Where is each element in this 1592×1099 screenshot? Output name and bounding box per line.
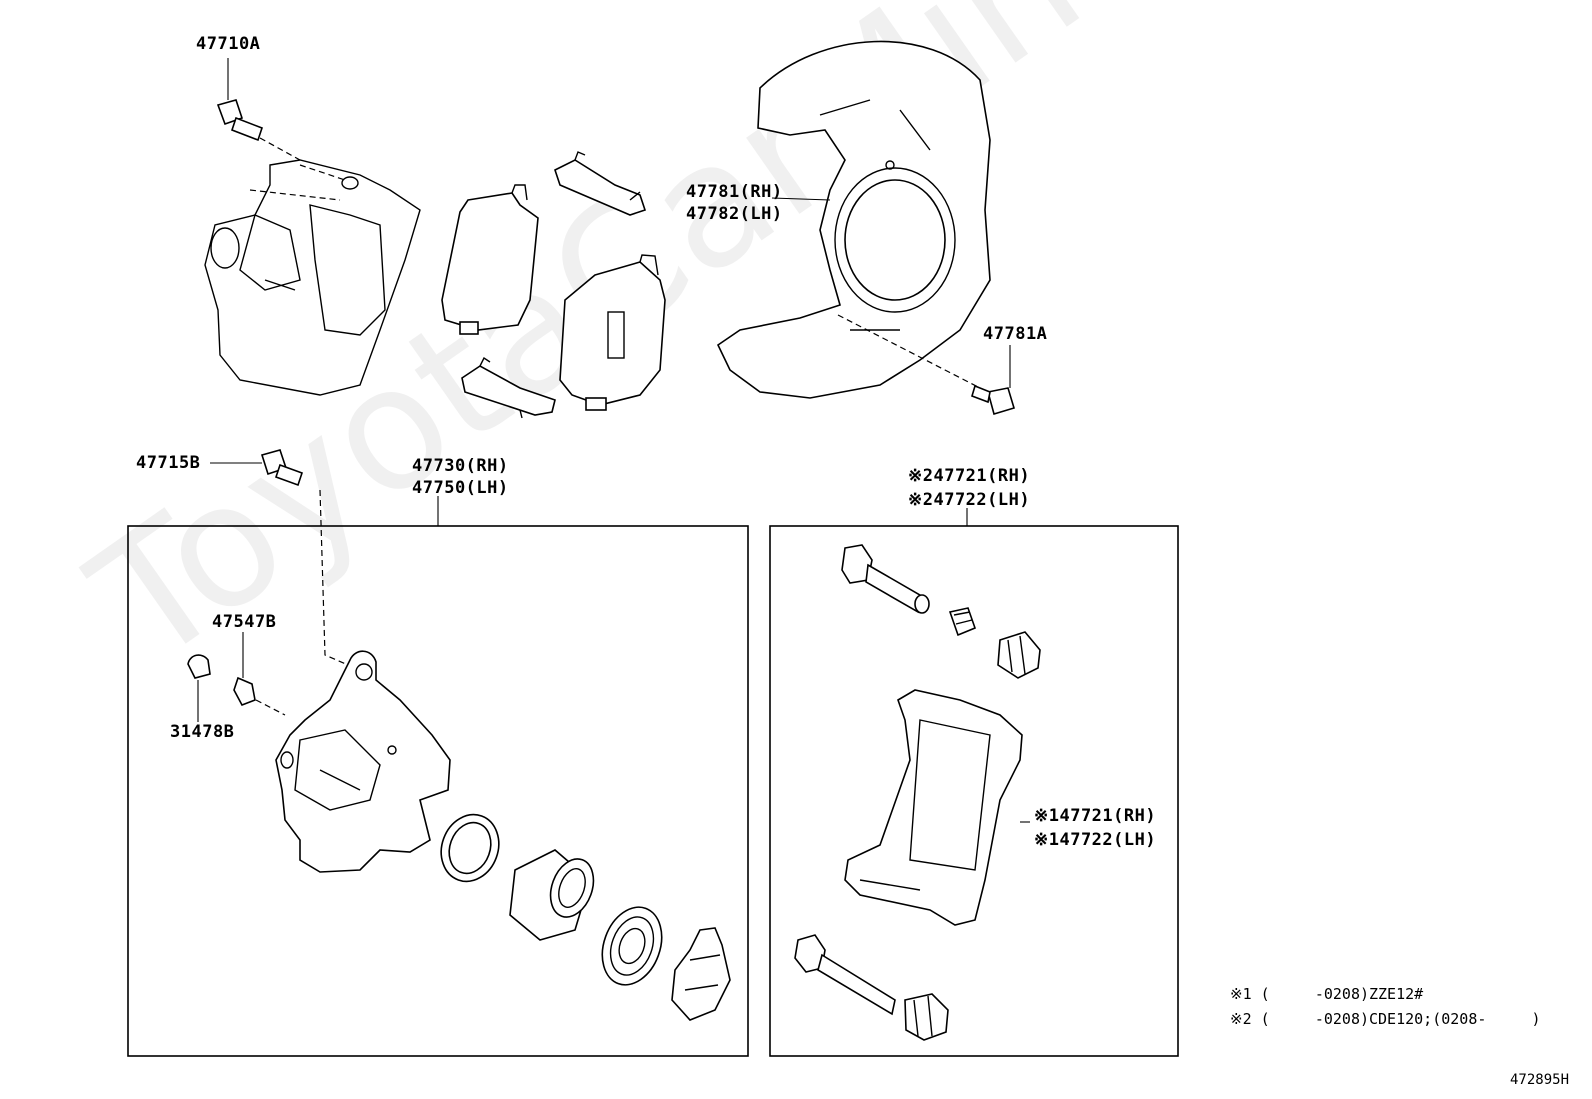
- piston-seal: [440, 813, 500, 883]
- cylinder-boot: [601, 906, 663, 986]
- bolt-47715b: [210, 449, 356, 669]
- diagram-reference: 472895H: [1510, 1072, 1570, 1088]
- bolt-47710a: [216, 58, 301, 161]
- label-47730-rh: 47730(RH): [412, 456, 509, 476]
- slide-pin-lower: [794, 934, 896, 1016]
- footnote-2: ※2 ( -0208)CDE120;(0208- ): [1230, 1010, 1541, 1028]
- mounting-kit-box: [769, 525, 1179, 1057]
- boot-set-ring: [671, 927, 731, 1021]
- label-47781-rh: 47781(RH): [686, 182, 783, 202]
- label-47710a: 47710A: [196, 34, 261, 54]
- label-47722-lh-note2: ※247722(LH): [908, 490, 1031, 510]
- brake-pad-inner: [441, 184, 539, 335]
- label-31478b: 31478B: [170, 722, 235, 742]
- label-47547b: 47547B: [212, 612, 277, 632]
- caliper-piston: [509, 849, 595, 941]
- label-47721-rh-note2: ※247721(RH): [908, 466, 1031, 486]
- slide-pin-upper: [841, 544, 930, 614]
- pad-support-plate-lower: [461, 356, 556, 419]
- slide-pin-boot-upper: [997, 631, 1041, 679]
- disc-brake-dust-cover: [716, 40, 991, 399]
- bolt-47781a: [837, 314, 1015, 416]
- bleeder-cap-31478b: [187, 654, 211, 722]
- slide-pin-bushing: [948, 607, 977, 637]
- label-47721-rh-note1: ※147721(RH): [1034, 806, 1157, 826]
- caliper-assembly-ghost: [204, 159, 421, 396]
- label-47715b: 47715B: [136, 453, 201, 473]
- caliper-mounting-bracket: [844, 689, 1030, 926]
- label-47722-lh-note1: ※147722(LH): [1034, 830, 1157, 850]
- label-47782-lh: 47782(LH): [686, 204, 783, 224]
- pad-support-plate-upper: [554, 151, 647, 216]
- bleeder-plug-47547b: [233, 632, 286, 716]
- slide-pin-boot-lower: [904, 993, 949, 1041]
- label-47781a: 47781A: [983, 324, 1048, 344]
- label-47750-lh: 47750(LH): [412, 478, 509, 498]
- brake-pad-outer: [559, 254, 666, 411]
- caliper-body: [275, 650, 451, 873]
- footnote-1: ※1 ( -0208)ZZE12#: [1230, 985, 1424, 1003]
